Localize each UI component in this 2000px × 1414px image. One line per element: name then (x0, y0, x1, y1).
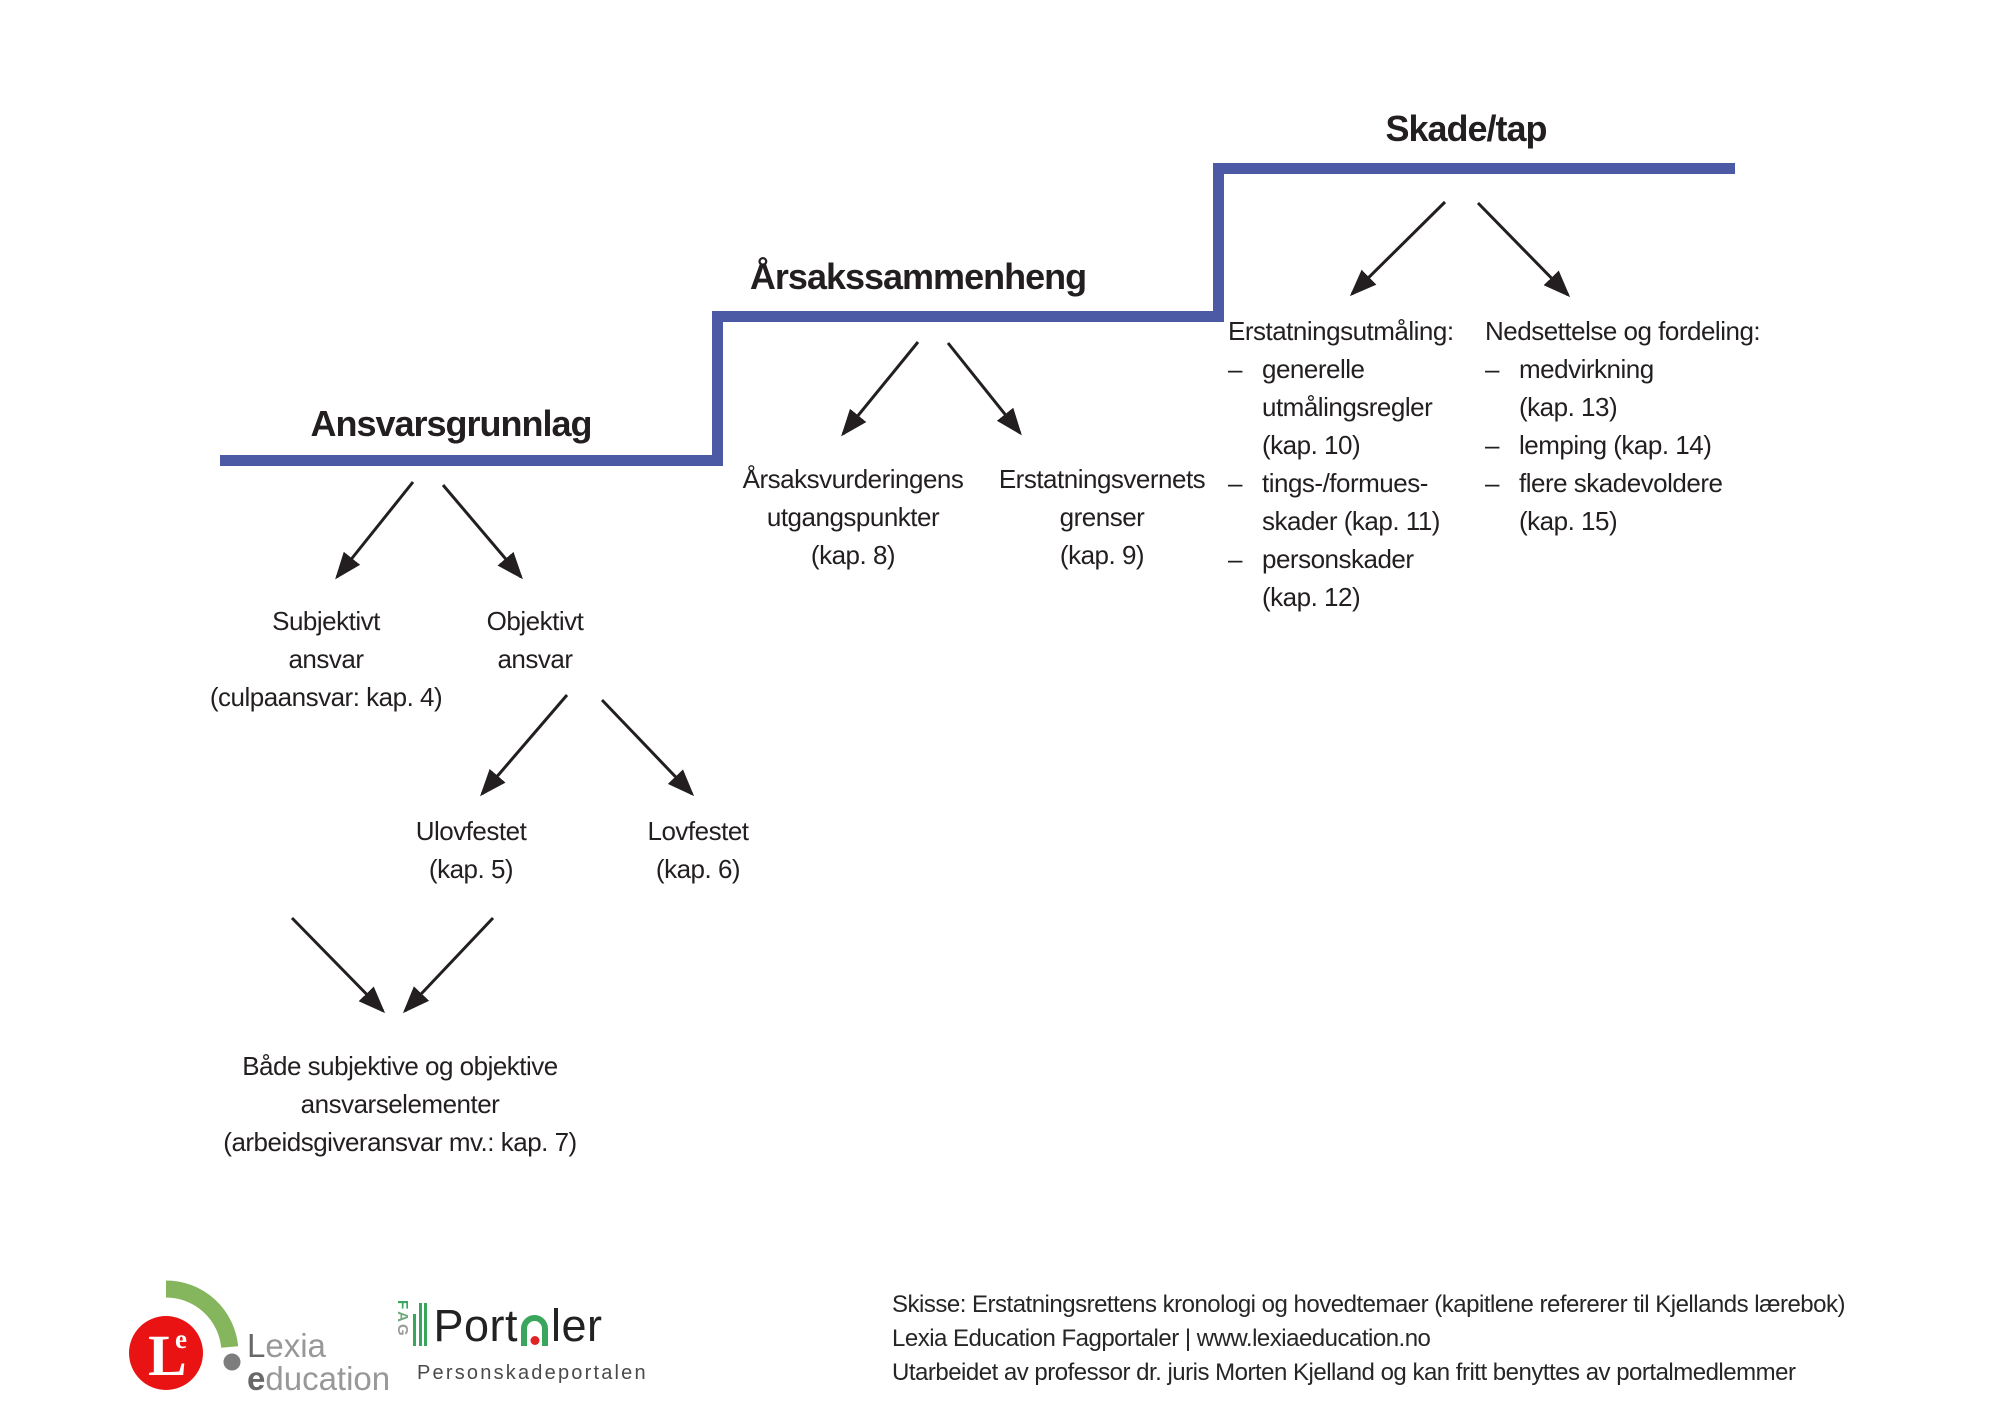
list-item-text: medvirkning (kap. 13) (1519, 354, 1654, 422)
dash-bullet: – (1228, 544, 1242, 574)
list-item: – generelle utmålingsregler (kap. 10) (1228, 350, 1454, 464)
arrow-aarsak-to-grenser (946, 342, 1022, 436)
lexia-monogram-L: L (148, 1323, 187, 1388)
list-item: – flere skadevoldere (kap. 15) (1485, 464, 1760, 540)
caption-block: Skisse: Erstatningsrettens kronologi og … (892, 1288, 1846, 1390)
arrow-objektivt-to-lovfestet (600, 698, 695, 797)
svg-text:Lexia: Lexia (247, 1327, 327, 1364)
lexia-monogram-e: e (175, 1324, 187, 1354)
arrow-ulovfestet-to-baade (402, 916, 495, 1014)
column-heading: Nedsettelse og fordeling: (1485, 316, 1761, 346)
list-item: – medvirkning (kap. 13) (1485, 350, 1760, 426)
arrow-skade-to-utmaaling (1349, 200, 1447, 297)
dash-bullet: – (1485, 430, 1499, 460)
fag-letter-g: G (394, 1324, 411, 1338)
svg-text:education: education (247, 1360, 390, 1397)
caption-line-2: Lexia Education Fagportaler | www.lexiae… (892, 1325, 1431, 1352)
column-heading: Erstatningsutmåling: (1228, 316, 1454, 346)
green-bars-icon (413, 1302, 430, 1346)
arrow-aarsak-to-utgangspunkter (841, 341, 920, 437)
fag-letter-f: F (394, 1300, 411, 1312)
list-item: – tings-/formues- skader (kap. 11) (1228, 464, 1454, 540)
list-item-text: generelle utmålingsregler (kap. 10) (1262, 354, 1433, 460)
portaler-arch-icon (521, 1315, 549, 1346)
lexia-word-lead: L (247, 1327, 265, 1364)
fag-letter-a: A (394, 1311, 411, 1325)
arrow-objektivt-to-ulovfestet (480, 694, 569, 797)
caption-line-1: Skisse: Erstatningsrettens kronologi og … (892, 1291, 1846, 1318)
personskadeportalen-subtitle: Personskadeportalen (417, 1362, 648, 1384)
dash-bullet: – (1485, 354, 1499, 384)
fag-vertical-label: FAG (394, 1300, 411, 1346)
node-erstatningsvernets: Erstatningsvernets grenser (kap. 9) (998, 464, 1206, 570)
caption-line-3: Utarbeidet av professor dr. juris Morten… (892, 1359, 1796, 1386)
node-objektivt-ansvar: Objektivt ansvar (486, 606, 584, 674)
node-baade-subjektive-og-objektive: Både subjektive og objektive ansvarselem… (223, 1051, 577, 1157)
education-word-rest: ducation (265, 1360, 390, 1397)
dash-bullet: – (1228, 468, 1242, 498)
arrow-skade-to-nedsettelse (1476, 201, 1571, 298)
step-title-aarsakssammenheng: Årsakssammenheng (749, 256, 1087, 297)
node-ulovfestet: Ulovfestet (kap. 5) (415, 816, 527, 884)
list-item-text: lemping (kap. 14) (1519, 430, 1712, 460)
node-lovfestet: Lovfestet (kap. 6) (647, 816, 749, 884)
arrow-ansvarsgrunnlag-to-subjektivt (335, 481, 415, 580)
fagportaler-logo: FAG Port ler Personskadeportalen (394, 1294, 646, 1389)
lexia-word-rest: exia (265, 1327, 326, 1364)
list-item: – lemping (kap. 14) (1485, 426, 1760, 464)
portaler-word-lead: Port (433, 1299, 519, 1351)
node-subjektivt-ansvar: Subjektivt ansvar (culpaansvar: kap. 4) (209, 606, 443, 712)
list-item-text: flere skadevoldere (kap. 15) (1519, 468, 1723, 536)
step-line-bottom-vertical (712, 311, 723, 466)
list-item-text: tings-/formues- skader (kap. 11) (1262, 468, 1440, 536)
fagportaler-wordmark: FAG Port ler (394, 1294, 635, 1351)
step-title-skade-tap: Skade/tap (1385, 108, 1547, 149)
arrow-subjektivt-to-baade (290, 916, 386, 1014)
step-line-top-vertical (1213, 163, 1224, 322)
step-line-top-horizontal (1213, 163, 1735, 174)
step-line-bottom-horizontal (220, 455, 723, 466)
node-aarsaksvurderingens: Årsaksvurderingens utgangspunkter (kap. … (742, 464, 964, 570)
lexia-education-logo: L e Lexia education (129, 1280, 390, 1397)
arrow-ansvarsgrunnlag-to-objektivt (441, 484, 523, 580)
list-item-text: personskader (kap. 12) (1262, 544, 1414, 612)
education-word-lead: e (247, 1360, 265, 1397)
lexia-gray-dot (223, 1353, 241, 1371)
portaler-word-tail: ler (551, 1299, 603, 1351)
lexia-red-circle (129, 1316, 203, 1390)
step-line-middle-horizontal (712, 311, 1224, 322)
list-item: – personskader (kap. 12) (1228, 540, 1454, 616)
step-title-ansvarsgrunnlag: Ansvarsgrunnlag (310, 403, 592, 444)
column-nedsettelse-og-fordeling: Nedsettelse og fordeling: – medvirkning … (1485, 312, 1761, 540)
dash-bullet: – (1228, 354, 1242, 384)
dash-bullet: – (1485, 468, 1499, 498)
column-erstatningsutmaaling: Erstatningsutmåling: – generelle utmålin… (1228, 312, 1454, 616)
lexia-green-arc (165, 1280, 239, 1349)
